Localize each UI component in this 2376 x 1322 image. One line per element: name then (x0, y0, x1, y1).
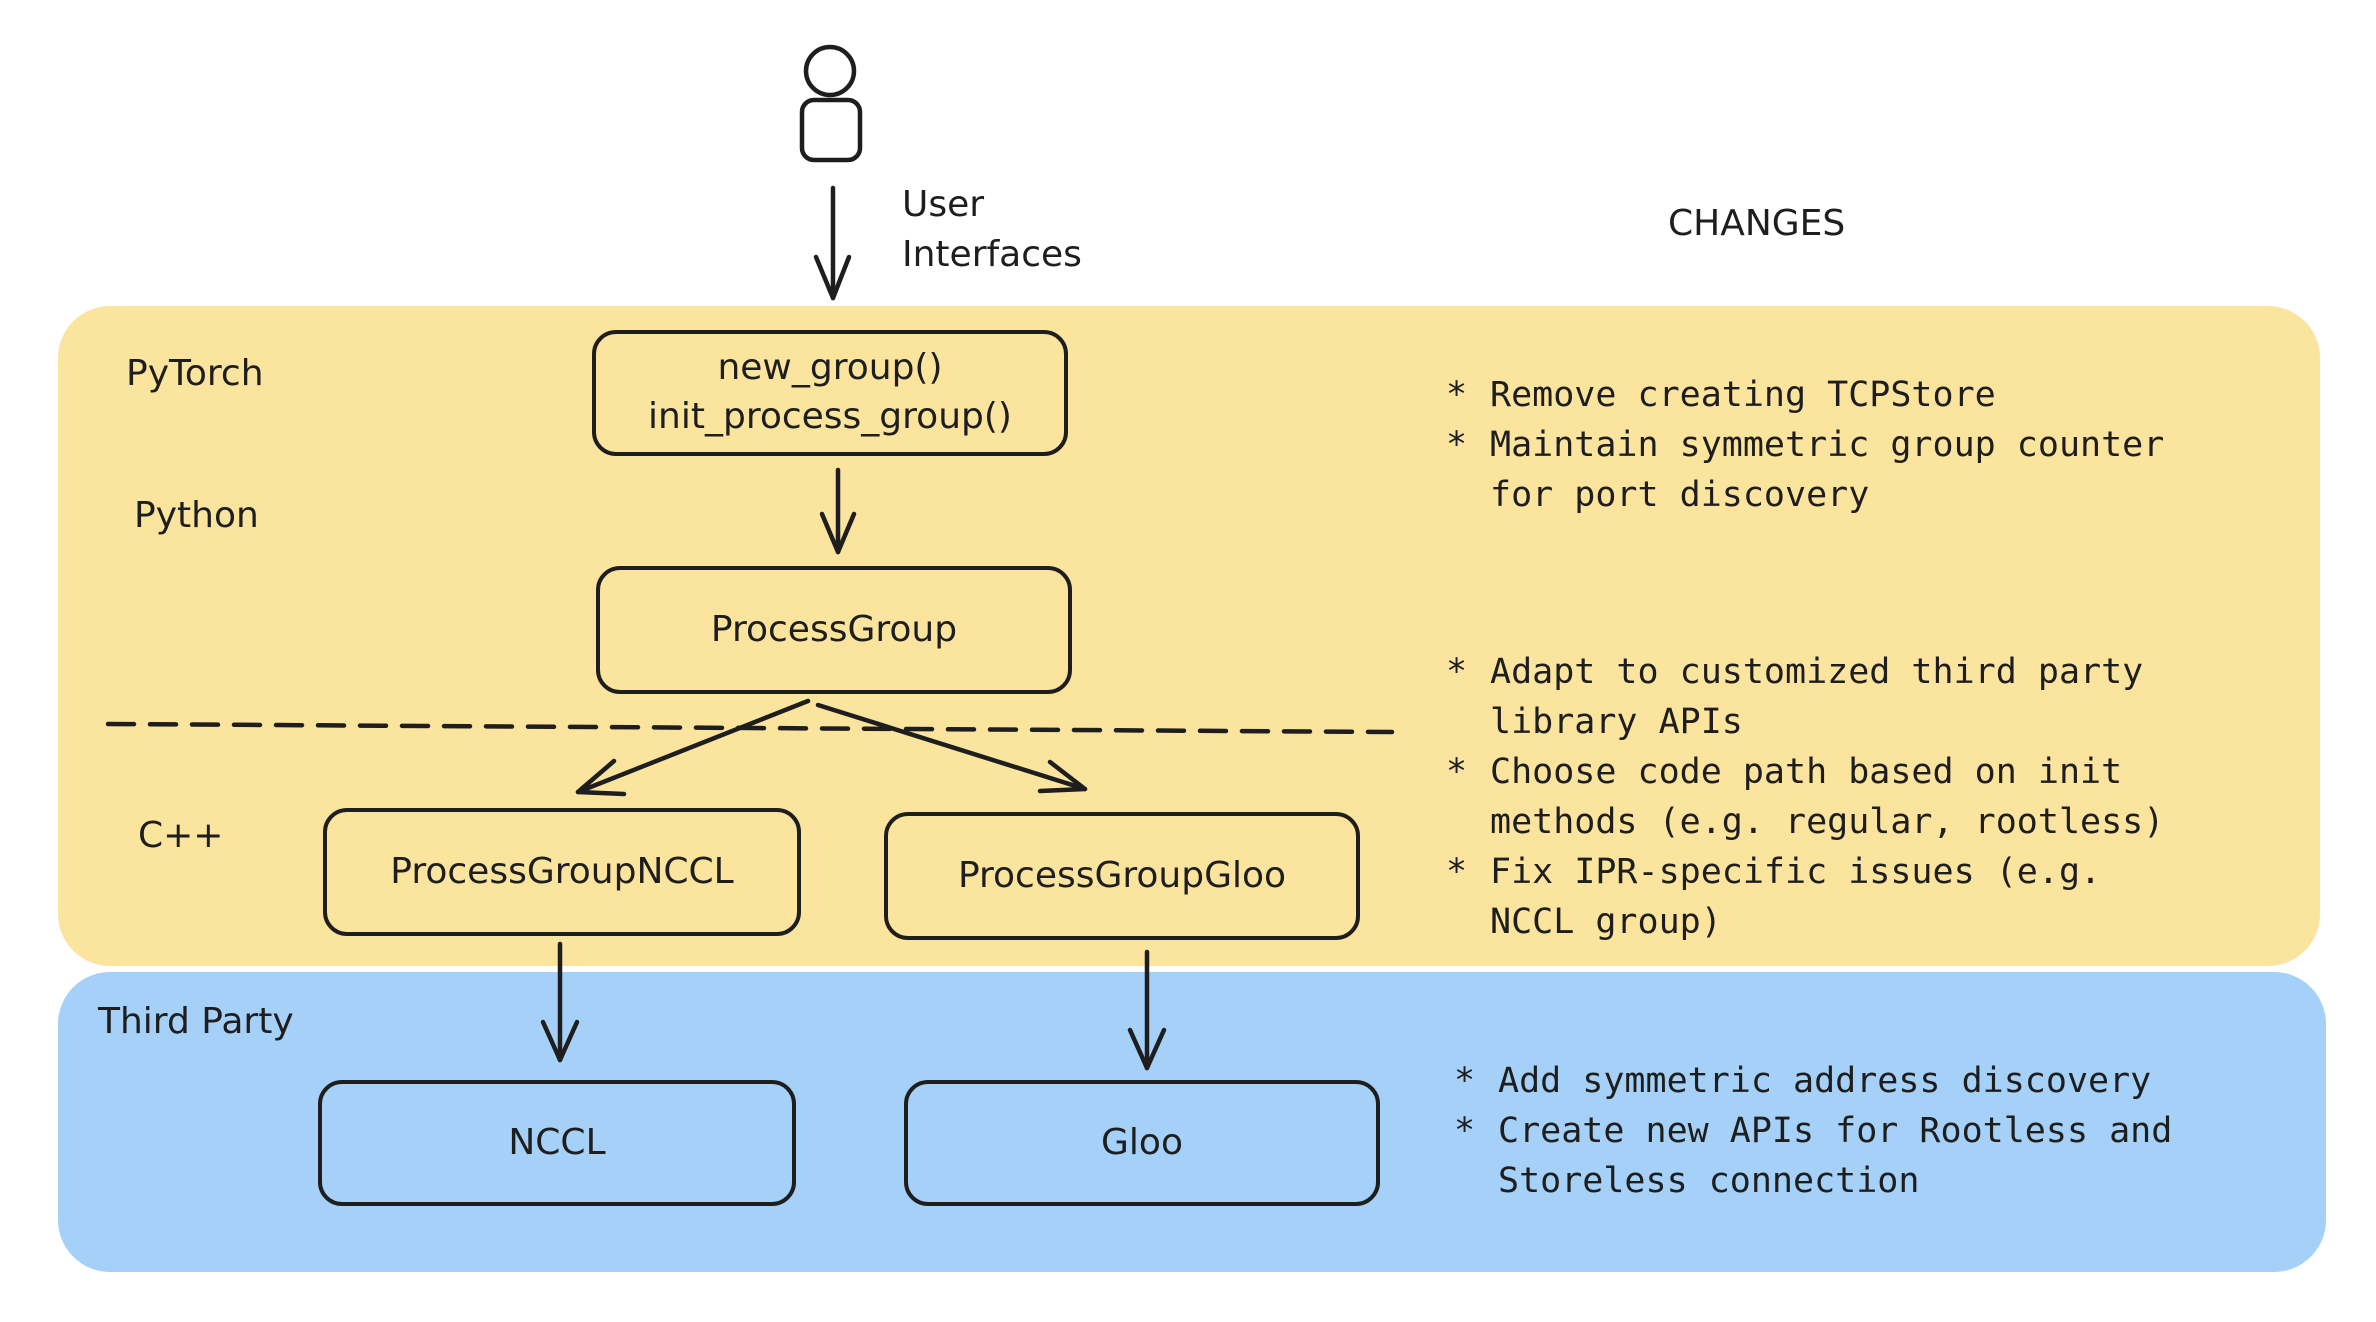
arrow-pgnccl-to-nccl (540, 941, 580, 1063)
nccl-label: NCCL (508, 1121, 606, 1163)
gloo-box[interactable]: Gloo (904, 1080, 1380, 1206)
api-box[interactable]: new_group() init_process_group() (592, 330, 1068, 456)
arrow-processgroup-to-pggloo (815, 702, 1088, 794)
api-new-group: new_group() (717, 347, 943, 389)
arrow-pggloo-to-gloo (1127, 949, 1167, 1071)
nccl-box[interactable]: NCCL (318, 1080, 796, 1206)
layer-label-cpp: C++ (138, 815, 224, 856)
python-changes-list: * Remove creating TCPStore * Maintain sy… (1446, 370, 2164, 520)
note-item: * Remove creating TCPStore (1446, 375, 1996, 415)
api-init-process-group: init_process_group() (648, 396, 1012, 437)
arrow-api-to-processgroup (819, 467, 857, 555)
processgroupnccl-box[interactable]: ProcessGroupNCCL (323, 808, 801, 936)
layer-label-third-party: Third Party (98, 1001, 294, 1042)
python-cpp-boundary-line (105, 721, 1395, 735)
note-item: * Fix IPR-specific issues (e.g.NCCL grou… (1446, 852, 2102, 942)
layer-label-pytorch: PyTorch (126, 353, 264, 394)
processgroupgloo-box[interactable]: ProcessGroupGloo (884, 812, 1360, 940)
changes-title: CHANGES (1668, 203, 1846, 244)
processgroup-label: ProcessGroup (710, 608, 958, 650)
processgroupgloo-label: ProcessGroupGloo (957, 854, 1287, 896)
user-icon (799, 44, 863, 163)
third-party-changes-list: * Add symmetric address discovery * Crea… (1454, 1056, 2172, 1206)
processgroupnccl-label: ProcessGroupNCCL (390, 850, 734, 892)
processgroup-box[interactable]: ProcessGroup (596, 566, 1072, 694)
arrow-user-to-api (813, 185, 852, 301)
layer-label-python: Python (134, 495, 259, 536)
arrow-processgroup-to-pgnccl (575, 698, 811, 797)
user-interfaces-label: User Interfaces (902, 184, 1082, 275)
note-item: * Add symmetric address discovery (1454, 1061, 2152, 1101)
gloo-label: Gloo (1101, 1121, 1183, 1163)
